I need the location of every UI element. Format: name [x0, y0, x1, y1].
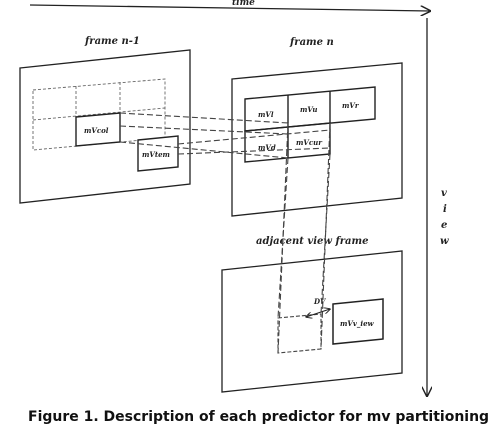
view-label-i: i — [443, 204, 447, 215]
dv-arrow — [306, 309, 330, 317]
frame-adjacent-title: adjacent view frame — [256, 236, 368, 247]
mv-d-label: mVd — [258, 143, 276, 152]
diagram: time v i e w frame n-1 mVcol mVtem frame… — [19, 0, 449, 430]
figure-caption: Figure 1. Description of each predictor … — [28, 409, 489, 425]
frame-adjacent — [221, 250, 403, 393]
view-label-e: e — [441, 220, 447, 231]
temporal-links — [119, 112, 331, 159]
mv-u-label: mVu — [300, 105, 317, 114]
frame-curr — [231, 62, 403, 217]
view-label-w: w — [440, 236, 449, 247]
mv-col-label: mVcol — [84, 126, 109, 135]
interview-links — [277, 122, 331, 354]
view-label-v: v — [441, 188, 447, 199]
mv-l-label: mVl — [258, 110, 274, 119]
mv-r-label: mVr — [342, 101, 360, 110]
time-axis — [29, 4, 430, 11]
mv-view-label: mVv_iew — [340, 319, 375, 328]
frame-curr-title: frame n — [289, 37, 334, 48]
frame-prev-title: frame n-1 — [84, 36, 140, 47]
dv-label: DV — [313, 297, 327, 306]
adjacent-view-block — [332, 298, 384, 345]
mv-tem-label: mVtem — [142, 150, 170, 159]
time-label: time — [232, 0, 255, 8]
mv-cur-label: mVcur — [296, 138, 323, 147]
